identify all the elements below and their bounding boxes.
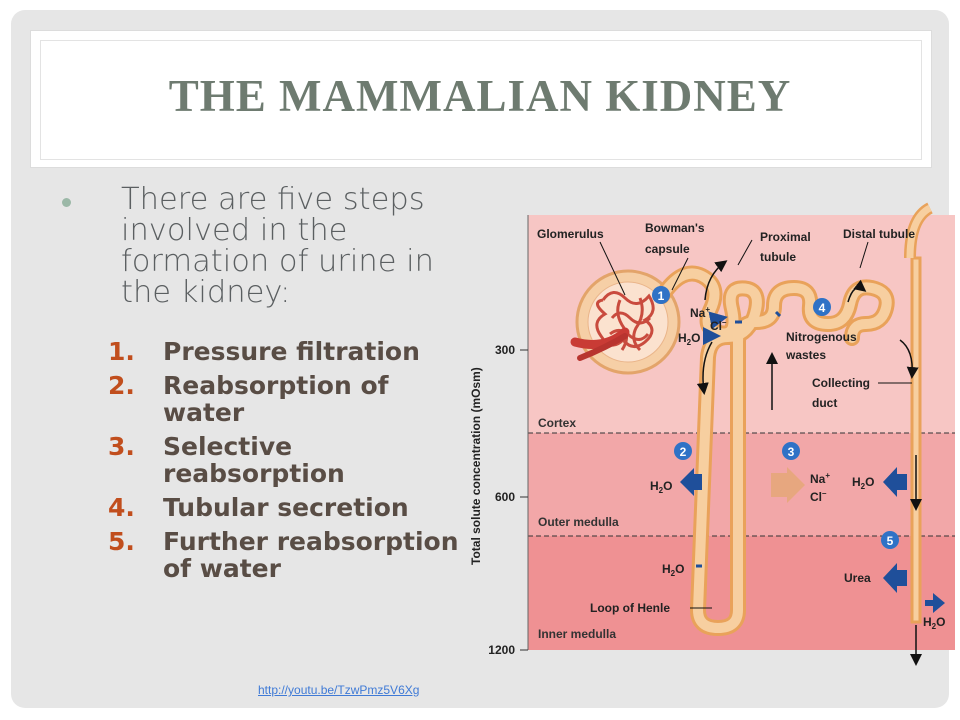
- bullet-text: There are five steps involved in the for…: [121, 182, 434, 310]
- loop-label: Loop of Henle: [590, 601, 670, 615]
- step-badge: 5: [887, 534, 894, 548]
- step-item: 1. Pressure filtration: [108, 338, 478, 365]
- steps-list: 1. Pressure filtration 2. Reabsorption of …: [108, 338, 478, 589]
- bowmans-label: capsule: [645, 242, 690, 256]
- water-label: H2O: [923, 615, 945, 631]
- efferent-arteriole: [577, 333, 628, 361]
- water-label: H2O: [852, 475, 874, 491]
- proximal-label: tubule: [760, 250, 796, 264]
- step-number: 5.: [108, 527, 135, 556]
- cl-label: Cl–: [810, 489, 827, 504]
- na-label: Na+: [690, 305, 710, 320]
- zone-label: Cortex: [538, 416, 576, 430]
- title-frame-inner: [40, 40, 922, 160]
- tick-label: 1200: [488, 643, 515, 657]
- step-number: 3.: [108, 432, 135, 461]
- water-label: H2O: [662, 562, 684, 578]
- proximal-label: Proximal: [760, 230, 811, 244]
- nitrogenous-label: Nitrogenous: [786, 330, 857, 344]
- flow-arrows: [696, 260, 922, 666]
- distal-label: Distal tubule: [843, 227, 915, 241]
- bullet-icon: [62, 198, 71, 207]
- step-badge: 1: [658, 289, 665, 303]
- cl-label: Cl–: [710, 318, 727, 333]
- step-badge: 4: [819, 301, 826, 315]
- zone-label: Outer medulla: [538, 515, 619, 529]
- step-text: Selective reabsorption: [163, 432, 345, 488]
- collecting-label: Collecting: [812, 376, 870, 390]
- step-badge: 2: [680, 445, 687, 459]
- step-text: Tubular secretion: [163, 493, 409, 522]
- step-item: 4. Tubular secretion: [108, 494, 478, 521]
- nitrogenous-label: wastes: [785, 348, 826, 362]
- tick-label: 600: [495, 490, 515, 504]
- na-cl-arrow: [771, 467, 805, 503]
- water-label: H2O: [650, 479, 672, 495]
- step-item: 2. Reabsorption of water: [108, 372, 478, 426]
- urea-label: Urea: [844, 571, 871, 585]
- step-badge: 3: [788, 445, 795, 459]
- step-number: 4.: [108, 493, 135, 522]
- step-item: 5. Further reabsorption of water: [108, 528, 478, 582]
- transport-arrows: [680, 467, 945, 613]
- na-label: Na+: [810, 471, 830, 486]
- step-item: 3. Selective reabsorption: [108, 433, 478, 487]
- collecting-label: duct: [812, 396, 837, 410]
- step-text: Pressure filtration: [163, 337, 420, 366]
- video-link[interactable]: http://youtu.be/TzwPmz5V6Xg: [258, 683, 420, 697]
- step-number: 1.: [108, 337, 135, 366]
- y-axis-label: Total solute concentration (mOsm): [469, 367, 483, 565]
- step-text: Reabsorption of water: [163, 371, 389, 427]
- zone-label: Inner medulla: [538, 627, 616, 641]
- step-badges: 1 2 3 4 5: [652, 286, 899, 549]
- tick-label: 300: [495, 343, 515, 357]
- glomerulus-label: Glomerulus: [537, 227, 604, 241]
- water-label: H2O: [678, 331, 700, 347]
- step-number: 2.: [108, 371, 135, 400]
- slide-title: THE MAMMALIAN KIDNEY: [168, 71, 792, 121]
- step-text: Further reabsorption of water: [163, 527, 459, 583]
- bowmans-label: Bowman's: [645, 221, 705, 235]
